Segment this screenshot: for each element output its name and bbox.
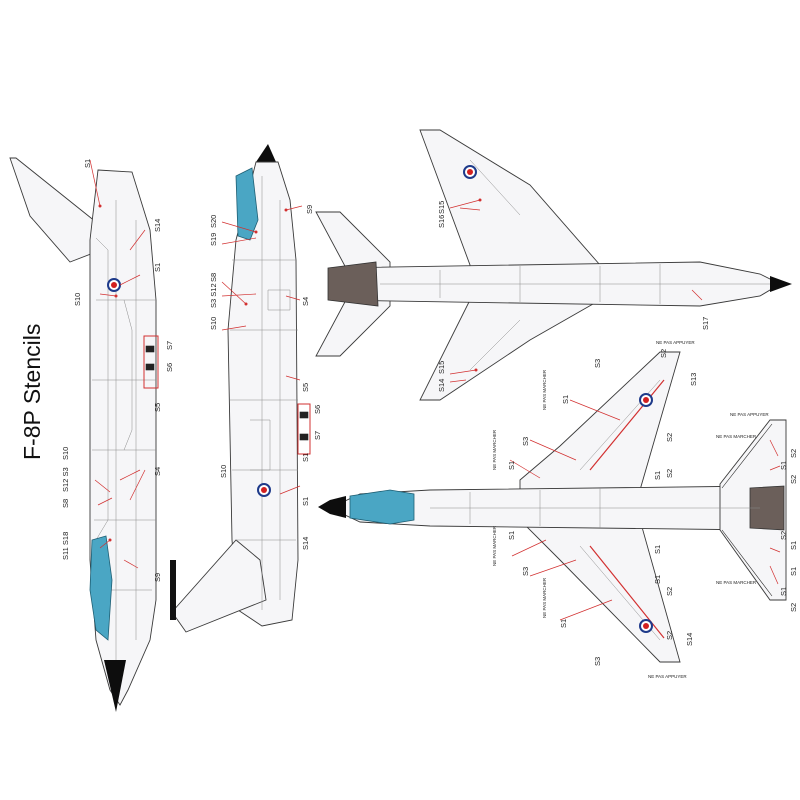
bottom-view-canopy — [349, 489, 415, 525]
right-label-s1-mid: S1 — [301, 453, 310, 462]
right-profile-nose — [256, 144, 276, 162]
right-label-s9: S9 — [305, 205, 314, 214]
top-label-s16: S16 — [437, 215, 446, 228]
top-label-s14: S14 — [437, 379, 446, 392]
left-profile-fin — [9, 157, 97, 263]
left-label-s9: S9 — [153, 573, 162, 582]
bottom-label-s2-tail-d: S2 — [789, 603, 798, 612]
right-label-s8: S8 — [209, 273, 218, 282]
bottom-underside-view: NE PAS APPUYER NE PAS APPUYER NE PAS APP… — [318, 340, 798, 679]
bottom-label-s3-c: S3 — [521, 567, 530, 576]
right-profile-fin — [171, 539, 267, 633]
bottom-label-s2-d: S2 — [665, 587, 674, 596]
left-label-s7: S7 — [165, 341, 174, 350]
bottom-label-s1-c: S1 — [653, 471, 662, 480]
bottom-label-s1-tail-b: S1 — [789, 541, 798, 550]
right-label-s4: S4 — [301, 297, 310, 306]
top-view-nozzle — [327, 261, 379, 307]
right-side-profile: S9 S20 S19 S8 S3 S12 S10 S4 S5 S6 S7 S1 … — [170, 144, 322, 633]
bottom-label-s1-tail-d: S1 — [779, 587, 788, 596]
left-label-s4: S4 — [153, 467, 162, 476]
bottom-label-s2-tail-c: S2 — [779, 531, 788, 540]
bottom-view-nose — [318, 496, 346, 518]
top-view-nose — [770, 276, 792, 292]
bottom-ne-pas-marcher-3: NE PAS MARCHER — [492, 525, 497, 566]
bottom-label-s1-b: S1 — [507, 461, 516, 470]
bottom-label-s2-e: S2 — [665, 631, 674, 640]
bottom-label-s1-a: S1 — [561, 395, 570, 404]
bottom-label-s2-a: S2 — [659, 349, 668, 358]
right-label-s10-lower: S10 — [219, 465, 228, 478]
left-side-profile: S1 S14 S1 S10 S7 S6 S5 S10 S4 S12 S3 S8 … — [9, 157, 174, 712]
right-label-s19: S19 — [209, 233, 218, 246]
top-plan-view: S15 S16 S17 S15 S14 — [315, 129, 792, 401]
top-label-s17: S17 — [701, 317, 710, 330]
bottom-label-s2-tail-b: S2 — [789, 475, 798, 484]
bottom-ne-pas-appuyer-tail: NE PAS APPUYER — [730, 412, 769, 417]
bottom-label-s1-e: S1 — [653, 545, 662, 554]
right-label-s20: S20 — [209, 215, 218, 228]
bottom-label-s2-c: S2 — [665, 469, 674, 478]
bottom-ne-pas-appuyer-top: NE PAS APPUYER — [656, 340, 695, 345]
bottom-label-s1-tail-c: S1 — [789, 567, 798, 576]
top-label-s15-upper: S15 — [437, 201, 446, 214]
right-label-s14: S14 — [301, 537, 310, 550]
bottom-label-s1-f: S1 — [653, 575, 662, 584]
left-label-s8: S8 — [61, 499, 70, 508]
left-label-s6: S6 — [165, 363, 174, 372]
left-profile-canopy — [89, 535, 113, 641]
right-label-s7: S7 — [313, 431, 322, 440]
sheet-title: F-8P Stencils — [19, 324, 45, 460]
left-label-s10-lower: S10 — [61, 447, 70, 460]
bottom-label-s14: S14 — [685, 633, 694, 646]
bottom-label-s1-tail-a: S1 — [779, 461, 788, 470]
left-label-s14: S14 — [153, 219, 162, 232]
left-label-s1: S1 — [153, 263, 162, 272]
bottom-ne-pas-marcher-1: NE PAS MARCHER — [542, 369, 547, 410]
left-label-s10-upper: S10 — [73, 293, 82, 306]
bottom-label-s3-d: S3 — [593, 657, 602, 666]
bottom-label-s2-tail-a: S2 — [789, 449, 798, 458]
bottom-ne-pas-marcher-tail-1: NE PAS MARCHER — [716, 434, 757, 439]
bottom-ne-pas-marcher-2: NE PAS MARCHER — [492, 429, 497, 470]
bottom-label-s2-b: S2 — [665, 433, 674, 442]
bottom-label-s1-g: S1 — [559, 619, 568, 628]
bottom-view-nozzle — [749, 485, 785, 531]
left-label-s11-s18: S11 S18 — [61, 532, 70, 560]
right-label-s5: S5 — [301, 383, 310, 392]
bottom-ne-pas-marcher-4: NE PAS MARCHER — [542, 577, 547, 618]
bottom-label-s1-d: S1 — [507, 531, 516, 540]
bottom-label-s3-a: S3 — [593, 359, 602, 368]
right-label-s1-low: S1 — [301, 497, 310, 506]
left-label-s1-top: S1 — [83, 159, 92, 168]
left-label-s12-s3: S12 S3 — [61, 467, 70, 492]
bottom-label-s3-b: S3 — [521, 437, 530, 446]
bottom-ne-pas-appuyer-bottom: NE PAS APPUYER — [648, 674, 687, 679]
right-label-s6: S6 — [313, 405, 322, 414]
left-label-s5: S5 — [153, 403, 162, 412]
right-label-s3-s12: S3 S12 — [209, 283, 218, 308]
top-label-s15-lower: S15 — [437, 361, 446, 374]
bottom-label-s13: S13 — [689, 373, 698, 386]
right-profile-canopy — [235, 167, 259, 241]
right-label-s10-upper: S10 — [209, 317, 218, 330]
left-profile-nose — [104, 660, 126, 712]
bottom-ne-pas-marcher-tail-2: NE PAS MARCHER — [716, 580, 757, 585]
right-profile-fuselage — [227, 161, 299, 627]
